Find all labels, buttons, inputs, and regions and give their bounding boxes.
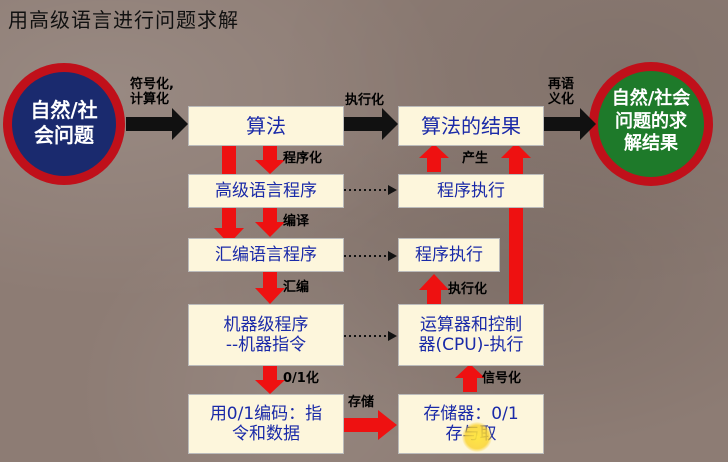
result-node: 自然/社会 问题的求 解结果 (599, 88, 703, 156)
dotted-arrowhead-1 (388, 185, 397, 195)
label-compile: 编译 (283, 214, 310, 229)
cpu-box: 运算器和控制 器(CPU)-执行 (398, 304, 544, 366)
label-re-2: 义化 (548, 91, 575, 107)
cpu-line-1: 运算器和控制 (420, 314, 522, 335)
problem-circle (12, 72, 116, 176)
pointer-highlight (462, 422, 492, 452)
machine-line-1: 机器级程序 (223, 314, 309, 335)
exec-top-box: 程序执行 (398, 174, 544, 208)
page-title: 用高级语言进行问题求解 (8, 8, 239, 32)
problem-line-1: 自然/社 (30, 98, 98, 122)
data-encoding-box: 用0/1编码：指 令和数据 (188, 394, 344, 454)
result-circle (598, 71, 704, 177)
result-line-1: 自然/社会 (611, 88, 691, 109)
algorithm-box: 算法 (188, 106, 344, 146)
machine-line-2: --机器指令 (225, 335, 307, 355)
arrow-right-long (501, 143, 531, 304)
arrow-result-to-final (544, 108, 596, 140)
dotted-arrowhead-2 (388, 251, 397, 261)
arrow-produce (419, 144, 449, 172)
label-programming: 程序化 (283, 151, 323, 166)
arrow-exec-ize (419, 274, 449, 304)
dotted-arrowhead-3 (388, 331, 397, 341)
label-symbolize-1: 符号化, (130, 77, 174, 92)
assembly-box: 汇编语言程序 (188, 238, 344, 272)
label-store: 存储 (348, 395, 375, 410)
problem-line-2: 会问题 (34, 123, 94, 147)
arrow-assemble (255, 272, 285, 304)
machine-box: 机器级程序 --机器指令 (188, 304, 344, 366)
arrow-problem-to-algorithm (126, 108, 188, 140)
arrow-algorithm-to-result (344, 108, 398, 140)
label-symbolize-2: 计算化 (130, 91, 170, 107)
exec-mid-box: 程序执行 (398, 238, 500, 272)
arrow-store (343, 410, 397, 440)
arrow-signalize (455, 364, 485, 392)
problem-node: 自然/社 会问题 (14, 98, 114, 148)
label-re-semantic: 再语 义化 (548, 77, 575, 108)
cpu-line-2: 器(CPU)-执行 (418, 335, 524, 355)
arrow-binarize (255, 366, 285, 394)
label-assemble: 汇编 (283, 280, 310, 295)
label-symbolize: 符号化, 计算化 (130, 77, 174, 108)
label-execute: 执行化 (345, 93, 385, 108)
label-binarize: 0/1化 (283, 371, 319, 386)
label-exec-ize: 执行化 (448, 282, 488, 297)
algo-result-box: 算法的结果 (398, 106, 544, 146)
label-signalize: 信号化 (482, 371, 522, 386)
label-re-1: 再语 (548, 77, 575, 92)
label-produce: 产生 (462, 151, 489, 166)
data-line-1: 用0/1编码：指 (209, 403, 323, 424)
arrow-programming (255, 146, 285, 174)
data-line-2: 令和数据 (232, 424, 300, 444)
result-line-2: 问题的求 (615, 110, 687, 132)
result-line-3: 解结果 (624, 133, 678, 154)
high-level-box: 高级语言程序 (188, 174, 344, 208)
memory-line-1: 存储器：0/1 (423, 403, 519, 424)
arrow-compile (255, 208, 285, 237)
